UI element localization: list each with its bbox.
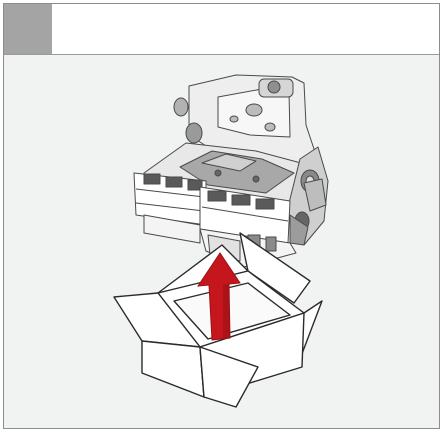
unpacking-illustration bbox=[4, 55, 439, 428]
header-bar bbox=[4, 4, 439, 55]
instruction-panel bbox=[3, 3, 440, 429]
robotic-device-icon bbox=[134, 75, 328, 267]
step-number-tab bbox=[4, 4, 52, 54]
